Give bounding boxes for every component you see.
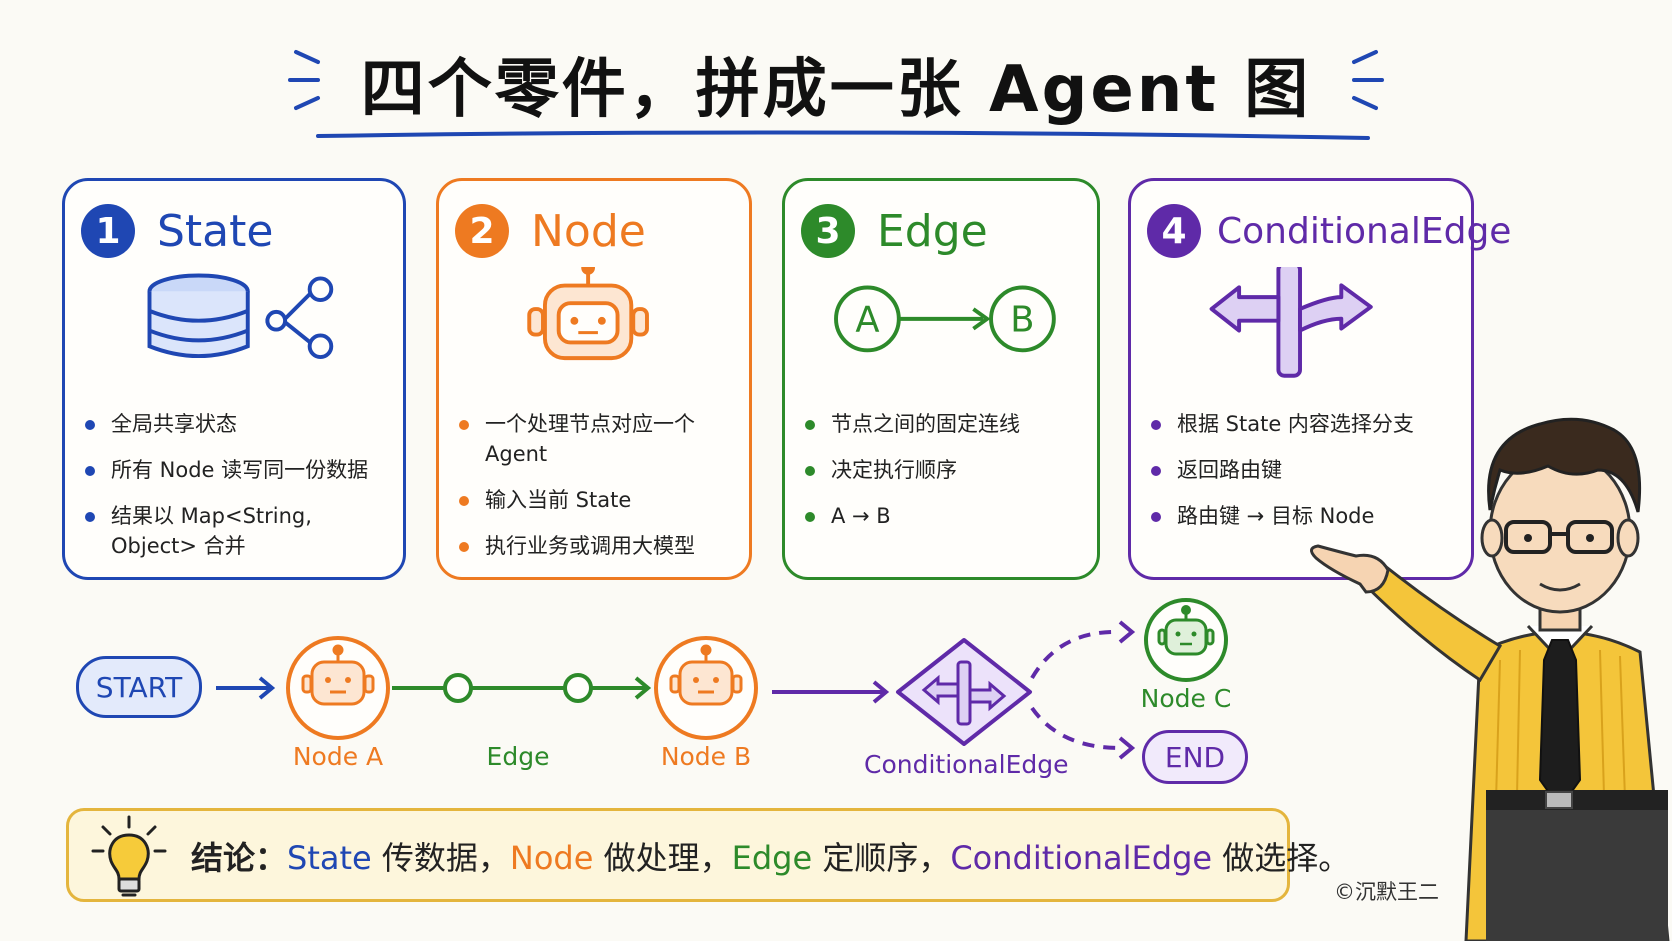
signpost-icon — [1209, 267, 1373, 378]
card-title: Node — [531, 205, 646, 257]
node-a-label: Node A — [292, 742, 384, 771]
conditional-diamond-icon — [896, 638, 1032, 746]
node-c-robot-icon — [1144, 598, 1228, 682]
conclusion-node: Node — [509, 839, 594, 877]
conditional-edge-label: ConditionalEdge — [864, 750, 1069, 779]
end-pill: END — [1142, 730, 1248, 784]
conclusion-state-text: 传数据， — [371, 839, 510, 877]
conclusion-conditional-text: 做选择。 — [1212, 839, 1351, 877]
robot-icon — [527, 267, 649, 361]
page-title: 四个零件，拼成一张 Agent 图 — [360, 53, 1312, 127]
start-pill: START — [76, 656, 202, 718]
conclusion-state: State — [287, 839, 372, 877]
conclusion-edge-text: 定顺序， — [812, 839, 951, 877]
card-title: Edge — [877, 205, 988, 257]
conclusion-prefix: 结论： — [191, 839, 288, 877]
bullet-item: 返回路由键 — [1147, 455, 1463, 485]
edge-node-b-label: B — [1010, 300, 1034, 341]
bullet-item: 执行业务或调用大模型 — [455, 531, 741, 561]
card-title: State — [157, 205, 274, 257]
card-node: 2 Node 一个处理节点对应一个 Agent 输入当前 State 执行业务或… — [436, 178, 752, 580]
card-number: 4 — [1147, 204, 1201, 258]
card-number: 3 — [801, 204, 855, 258]
card-number: 2 — [455, 204, 509, 258]
branch-to-node-c — [1030, 629, 1121, 680]
conclusion-edge: Edge — [731, 839, 813, 877]
conditional-arrow — [772, 680, 890, 704]
conclusion-conditional-edge: ConditionalEdge — [950, 839, 1213, 877]
card-edge: 3 Edge A B 节点之间的固定连线 决定执行顺序 A → B — [782, 178, 1100, 580]
bullet-item: 决定执行顺序 — [801, 455, 1089, 485]
branch-to-end — [1030, 706, 1121, 750]
credit-text: ©沉默王二 — [1334, 880, 1439, 904]
card-title: ConditionalEdge — [1217, 210, 1512, 252]
bullet-item: 结果以 Map<String, Object> 合并 — [81, 501, 395, 561]
database-share-icon — [147, 273, 334, 360]
conclusion-box: 结论：State 传数据，Node 做处理，Edge 定顺序，Condition… — [66, 808, 1350, 902]
conclusion-node-text: 做处理， — [593, 839, 732, 877]
edge-connector — [392, 673, 652, 703]
node-c-label: Node C — [1140, 684, 1232, 713]
edge-a-b-icon: A B — [834, 285, 1056, 353]
card-conditional-edge: 4 ConditionalEdge 根据 State 内容选择分支 返回路由键 … — [1128, 178, 1511, 580]
bullet-item: 根据 State 内容选择分支 — [1147, 409, 1463, 439]
bullet-item: 所有 Node 读写同一份数据 — [81, 455, 395, 485]
edge-label: Edge — [486, 742, 550, 771]
bullet-item: 节点之间的固定连线 — [801, 409, 1089, 439]
bullet-item: 全局共享状态 — [81, 409, 395, 439]
bullet-item: 一个处理节点对应一个 Agent — [455, 409, 741, 469]
branch-arrowhead — [1118, 736, 1136, 760]
card-state: 1 State 全局共享状态 所有 Node 读写同一份数据 结果以 Map<S… — [62, 178, 406, 580]
bullet-item: A → B — [801, 501, 1089, 531]
card-number: 1 — [81, 204, 135, 258]
bullet-item: 输入当前 State — [455, 485, 741, 515]
lightbulb-icon — [91, 815, 167, 897]
edge-node-a-label: A — [855, 300, 879, 341]
node-b-robot-icon — [654, 636, 758, 740]
start-arrow — [216, 676, 276, 700]
node-b-label: Node B — [660, 742, 752, 771]
bullet-item: 路由键 → 目标 Node — [1147, 501, 1463, 531]
conclusion-text: 结论：State 传数据，Node 做处理，Edge 定顺序，Condition… — [191, 833, 1350, 879]
node-a-robot-icon — [286, 636, 390, 740]
branch-arrowhead — [1118, 620, 1136, 644]
